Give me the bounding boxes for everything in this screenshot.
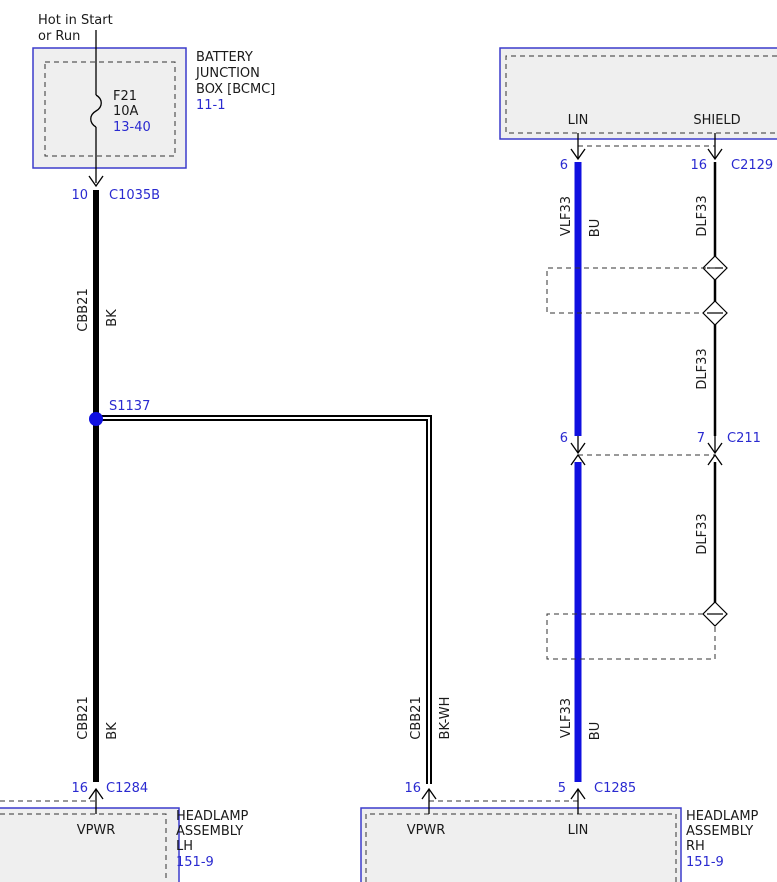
main-wire-color-upper: BK [105, 309, 120, 327]
headlamp-lh-inner [0, 813, 167, 882]
splice-s1137-link[interactable]: S1137 [109, 399, 150, 414]
headlamp-rh-outline [360, 807, 682, 882]
c1285-connector-link[interactable]: C1285 [594, 781, 636, 796]
power-title-line1: Hot in Start [38, 13, 113, 28]
c1284-pin-number: 16 [71, 781, 88, 796]
headlamp-rh-lin-label: LIN [568, 823, 589, 838]
branch-wire-color: BK-WH [438, 697, 453, 740]
top-module-shield-label: SHIELD [693, 113, 740, 128]
battery-junction-box-outline [32, 47, 187, 169]
headlamp-rh-module [360, 787, 682, 882]
c1035b-connector-link[interactable]: C1035B [109, 188, 160, 203]
lin-upper-color: BU [588, 219, 603, 237]
c211-shield-arrow-out [707, 453, 723, 466]
c211-connector-link[interactable]: C211 [727, 431, 761, 446]
shield-1-circuit: DLF33 [695, 195, 710, 236]
headlamp-lh-vpwr-label: VPWR [77, 823, 116, 838]
splice-s1137-dot[interactable] [89, 412, 103, 426]
c2129-shield-pin: 16 [690, 158, 707, 173]
top-module-outline [499, 47, 777, 140]
c211-shield-pin: 7 [697, 431, 705, 446]
branch-wire-circuit: CBB21 [409, 696, 424, 739]
headlamp-rh-name-line1: HEADLAMP [686, 809, 759, 824]
lin-lower-circuit: VLF33 [559, 698, 574, 738]
branch-wire-stripe [101, 417, 430, 784]
branch-wire-outer[interactable] [101, 415, 432, 784]
top-module [499, 47, 777, 161]
power-title-line2: or Run [38, 29, 80, 44]
headlamp-lh-ref-link[interactable]: 151-9 [176, 855, 214, 870]
headlamp-lh-module [0, 787, 180, 882]
inline-connector-c211 [570, 436, 723, 466]
c211-lin-pin: 6 [560, 431, 568, 446]
top-module-lin-label: LIN [568, 113, 589, 128]
c1285-lin-pin: 5 [558, 781, 566, 796]
bjb-ref-link[interactable]: 11-1 [196, 98, 226, 113]
battery-junction-box-inner [44, 61, 176, 157]
top-module-inner [505, 55, 777, 134]
headlamp-lh-name-line2: ASSEMBLY [176, 824, 243, 839]
battery-junction-box [32, 30, 187, 188]
c2129-lin-arrow [570, 148, 586, 161]
main-wire-circuit-upper: CBB21 [76, 288, 91, 331]
headlamp-rh-ref-link[interactable]: 151-9 [686, 855, 724, 870]
c1284-connector-link[interactable]: C1284 [106, 781, 148, 796]
c1035b-pin-number: 10 [71, 188, 88, 203]
c2129-connector-link[interactable]: C2129 [731, 158, 773, 173]
headlamp-lh-name-line3: LH [176, 839, 193, 854]
headlamp-lh-outline [0, 807, 180, 882]
fuse-rating: 10A [113, 104, 139, 119]
fuse-id: F21 [113, 89, 137, 104]
main-wire-color-lower: BK [105, 722, 120, 740]
fuse-ref-link[interactable]: 13-40 [113, 120, 151, 135]
bjb-name-line3: BOX [BCMC] [196, 82, 275, 97]
shield-termination-1 [546, 255, 728, 314]
c1035b-pin-arrow [88, 175, 104, 188]
shield-braid-outline-1 [546, 267, 715, 314]
main-wire-circuit-lower: CBB21 [76, 696, 91, 739]
shield-termination-2 [702, 300, 728, 326]
headlamp-rh-name-line3: RH [686, 839, 705, 854]
headlamp-lh-name-line1: HEADLAMP [176, 809, 249, 824]
lin-upper-circuit: VLF33 [559, 196, 574, 236]
shield-3-circuit: DLF33 [695, 513, 710, 554]
fuse-symbol [90, 94, 102, 128]
c2129-lin-pin: 6 [560, 158, 568, 173]
shield-2-circuit: DLF33 [695, 348, 710, 389]
c1285-vpwr-pin: 16 [404, 781, 421, 796]
shield-braid-outline-2 [546, 613, 716, 660]
headlamp-rh-vpwr-label: VPWR [407, 823, 446, 838]
shield-termination-3 [546, 601, 728, 660]
bjb-name-line2: JUNCTION [195, 66, 260, 81]
c211-lin-arrow-out [570, 453, 586, 466]
lin-lower-color: BU [588, 722, 603, 740]
c2129-shield-arrow [707, 148, 723, 161]
bjb-name-line1: BATTERY [196, 50, 253, 65]
headlamp-rh-name-line2: ASSEMBLY [686, 824, 753, 839]
